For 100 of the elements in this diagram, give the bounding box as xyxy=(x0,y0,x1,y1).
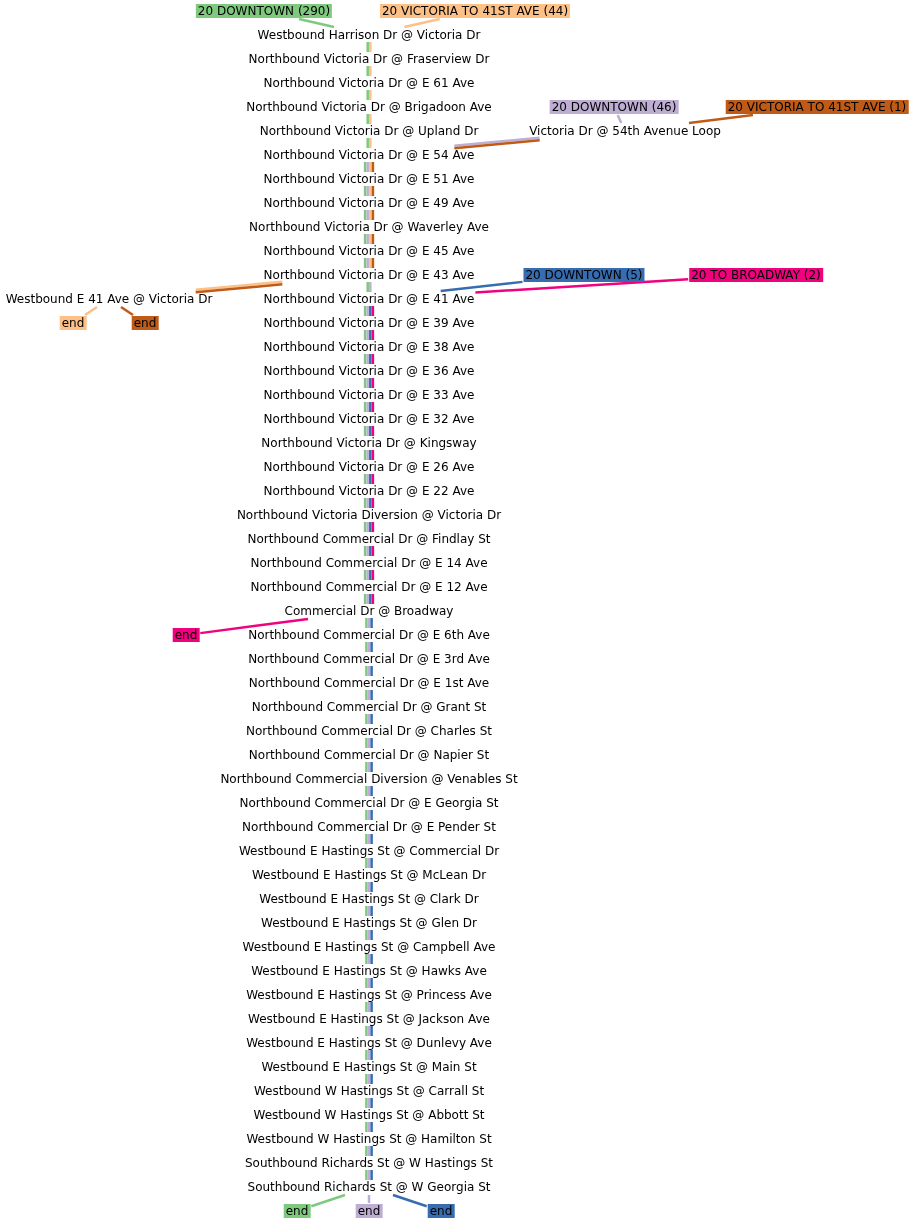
route-line xyxy=(369,258,372,268)
route-line xyxy=(365,666,368,676)
stop-name: Northbound Victoria Dr @ E 36 Ave xyxy=(263,364,475,378)
stop-name: Northbound Victoria Dr @ E 51 Ave xyxy=(263,172,475,186)
route-line xyxy=(365,906,368,916)
route-line xyxy=(365,882,368,892)
route-line xyxy=(363,162,367,172)
route-line xyxy=(367,954,371,964)
route-line xyxy=(363,498,367,508)
route-line xyxy=(366,546,369,556)
route-line xyxy=(369,186,372,196)
route-line xyxy=(366,402,369,412)
route-line xyxy=(371,594,375,604)
stop-name: Northbound Commercial Dr @ Napier St xyxy=(248,748,490,762)
route-line xyxy=(366,282,369,292)
route-label: 20 VICTORIA TO 41ST AVE (1) xyxy=(725,100,909,114)
stop-name: Northbound Victoria Dr @ E 41 Ave xyxy=(263,292,475,306)
route-line xyxy=(367,666,371,676)
route-line xyxy=(367,738,371,748)
route-line xyxy=(365,786,368,796)
route-line xyxy=(365,1170,368,1180)
route-line xyxy=(367,1146,371,1156)
stop-name: Northbound Victoria Dr @ E 39 Ave xyxy=(263,316,475,330)
route-label: end xyxy=(427,1204,455,1218)
route-line xyxy=(367,1170,371,1180)
route-line xyxy=(371,258,375,268)
route-line xyxy=(120,305,134,317)
route-line xyxy=(616,114,623,124)
route-line xyxy=(392,1193,428,1208)
route-line xyxy=(365,810,368,820)
route-line xyxy=(369,90,372,100)
route-line xyxy=(366,42,369,52)
route-line xyxy=(366,306,369,316)
route-line xyxy=(363,426,367,436)
route-line xyxy=(363,234,367,244)
stop-name: Northbound Commercial Dr @ E 1st Ave xyxy=(248,676,490,690)
route-line xyxy=(365,954,368,964)
route-line xyxy=(369,138,372,148)
route-line xyxy=(370,1170,373,1180)
route-line xyxy=(371,354,375,364)
stop-name: Northbound Victoria Dr @ Fraserview Dr xyxy=(248,52,490,66)
stop-name: Northbound Victoria Dr @ Brigadoon Ave xyxy=(246,100,492,114)
route-line xyxy=(369,570,372,580)
stop-name: Northbound Victoria Dr @ Upland Dr xyxy=(259,124,479,138)
route-line xyxy=(371,450,375,460)
route-line xyxy=(475,277,689,294)
route-line xyxy=(367,1050,371,1060)
stop-name: Northbound Victoria Dr @ E 33 Ave xyxy=(263,388,475,402)
stop-name: Westbound W Hastings St @ Abbott St xyxy=(253,1108,485,1122)
stop-name: Northbound Victoria Dr @ E 26 Ave xyxy=(263,460,475,474)
route-line xyxy=(370,978,373,988)
route-line xyxy=(370,1026,373,1036)
route-line xyxy=(369,378,372,388)
route-line xyxy=(371,426,375,436)
route-line xyxy=(363,306,367,316)
route-line xyxy=(369,402,372,412)
route-line xyxy=(363,402,367,412)
route-line xyxy=(366,162,369,172)
route-line xyxy=(369,546,372,556)
route-line xyxy=(371,474,375,484)
stop-name: Westbound E Hastings St @ McLean Dr xyxy=(251,868,487,882)
route-line xyxy=(370,738,373,748)
route-line xyxy=(370,690,373,700)
route-line xyxy=(365,1074,368,1084)
route-line xyxy=(367,1074,371,1084)
route-line xyxy=(363,474,367,484)
route-line xyxy=(363,210,367,220)
route-line xyxy=(365,858,368,868)
stop-name: Westbound E Hastings St @ Princess Ave xyxy=(246,988,492,1002)
stop-name: Northbound Victoria Dr @ E 61 Ave xyxy=(263,76,475,90)
route-line xyxy=(369,522,372,532)
route-line xyxy=(371,186,375,196)
route-line xyxy=(369,210,372,220)
stop-name: Westbound Harrison Dr @ Victoria Dr xyxy=(257,28,481,42)
stop-name: Westbound E Hastings St @ Campbell Ave xyxy=(242,940,496,954)
route-line xyxy=(370,906,373,916)
route-line xyxy=(367,690,371,700)
route-line xyxy=(200,617,309,635)
route-line xyxy=(298,17,335,29)
stop-name: Westbound E Hastings St @ Commercial Dr xyxy=(238,844,500,858)
route-label: end xyxy=(172,628,200,642)
route-line xyxy=(369,474,372,484)
route-line xyxy=(366,378,369,388)
route-line xyxy=(365,762,368,772)
stop-name: Northbound Victoria Dr @ Waverley Ave xyxy=(249,220,489,234)
stop-name: Westbound E Hastings St @ Glen Dr xyxy=(261,916,477,930)
stop-name: Southbound Richards St @ W Georgia St xyxy=(247,1180,491,1194)
route-line xyxy=(365,714,368,724)
stop-name: Northbound Commercial Dr @ E 6th Ave xyxy=(248,628,490,642)
route-line xyxy=(369,282,372,292)
route-line xyxy=(367,786,371,796)
route-line xyxy=(363,330,367,340)
stop-name: Westbound E Hastings St @ Dunlevy Ave xyxy=(246,1036,492,1050)
route-line xyxy=(371,210,375,220)
route-line xyxy=(367,882,371,892)
route-label: 20 DOWNTOWN (5) xyxy=(523,268,645,282)
route-line xyxy=(371,234,375,244)
route-line xyxy=(363,354,367,364)
route-line xyxy=(365,1002,368,1012)
route-line xyxy=(371,522,375,532)
